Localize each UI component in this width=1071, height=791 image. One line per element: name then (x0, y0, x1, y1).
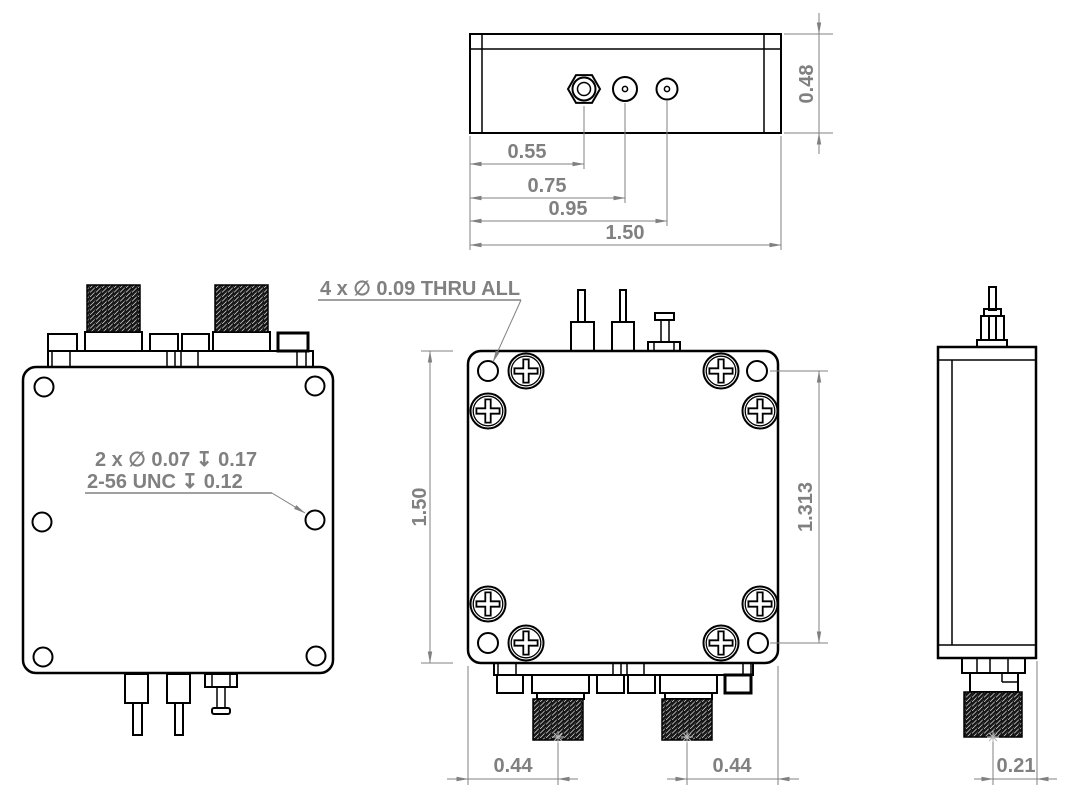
plan-view-housing-outline (466, 349, 780, 665)
front-view-bottom-pins (124, 673, 238, 736)
plan-view-top-pins (570, 289, 681, 352)
sma-connector-thread-side (963, 691, 1023, 738)
dim-sma-right-offset: 0.44 (713, 755, 753, 777)
top-view: 0.55 0.75 0.95 1.50 0.48 (469, 13, 833, 250)
dim-pin2-offset: 0.95 (549, 198, 588, 220)
tap-note-line2: 2-56 UNC ↧ 0.12 (87, 471, 243, 493)
plan-view: 1.50 1.313 0.44 0.44 4 x ∅ 0.09 THRU ALL (318, 278, 828, 785)
tap-note-leader (85, 492, 306, 514)
feedthrough-pin-hole-1 (612, 76, 638, 102)
thru-hole-note: 4 x ∅ 0.09 THRU ALL (320, 278, 520, 300)
top-view-dimensions (469, 13, 833, 250)
dim-overall-height: 1.50 (409, 488, 431, 527)
front-view: 2 x ∅ 0.07 ↧ 0.17 2-56 UNC ↧ 0.12 (21, 284, 335, 736)
front-view-mounting-holes (31, 375, 327, 668)
side-view-dimensions (974, 661, 1057, 785)
plan-view-cover-screws (469, 352, 779, 662)
dim-hex-offset: 0.55 (508, 141, 547, 163)
sma-connector-thread-left (86, 284, 141, 333)
feedthrough-pin-hole-2 (655, 77, 679, 101)
thru-hole-leader (318, 299, 522, 363)
front-view-housing-outline (21, 365, 335, 675)
front-view-connector-flange (47, 331, 314, 368)
side-view-housing-outline (936, 345, 1038, 660)
dim-overall-depth: 0.48 (796, 65, 818, 104)
sma-connector-thread-right (214, 284, 269, 333)
dim-sma-side-offset: 0.21 (997, 755, 1036, 777)
plan-view-dimensions (421, 350, 828, 785)
dim-sma-left-offset: 0.44 (494, 755, 534, 777)
plan-view-bottom-flange (493, 662, 754, 700)
side-view-top-pin (976, 286, 1008, 348)
hex-nut-connector (566, 74, 602, 104)
side-view: 0.21 (936, 286, 1057, 785)
dim-overall-width: 1.50 (606, 222, 645, 244)
tap-note-line1: 2 x ∅ 0.07 ↧ 0.17 (95, 449, 257, 471)
side-view-sma-body (961, 657, 1026, 693)
dim-pin1-offset: 0.75 (528, 175, 567, 197)
dim-hole-spacing: 1.313 (795, 482, 817, 532)
plan-view-corner-holes (477, 360, 769, 654)
